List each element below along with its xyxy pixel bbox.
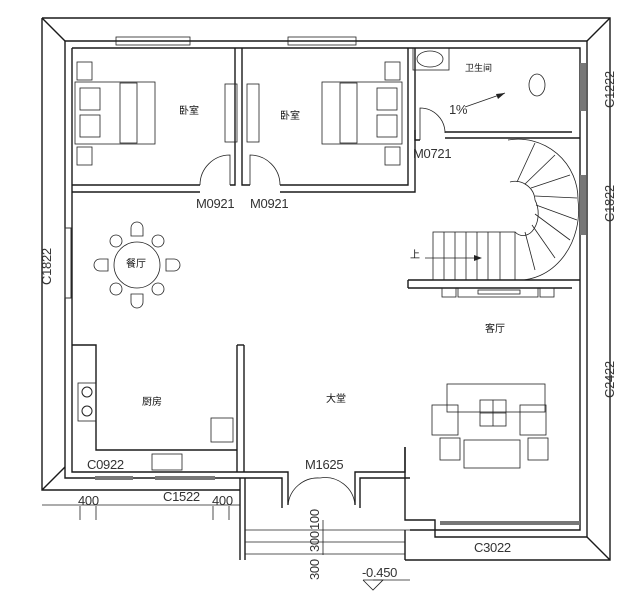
dining-table: [64, 221, 181, 309]
bathroom: [412, 47, 586, 141]
room-label-bedroom-right: 卧室: [280, 111, 300, 122]
slope-annotation: 1%: [449, 102, 468, 117]
sofa-set: [431, 383, 549, 469]
stair-up-label: 上: [410, 250, 420, 261]
bed-left: [74, 61, 156, 166]
room-label-living: 客厅: [485, 324, 505, 335]
wardrobes: [224, 83, 260, 143]
window-code-kitchen: C0922: [87, 457, 124, 472]
dimension-lines: [42, 504, 410, 591]
dim-100: 100: [307, 509, 322, 530]
roof-outline: [41, 17, 611, 561]
window-code-living-east: C2422: [602, 361, 617, 398]
kitchen: [72, 344, 245, 480]
dim-400-left: 400: [78, 493, 99, 508]
tv-cabinet: [441, 287, 555, 298]
window-code-living-south: C3022: [474, 540, 511, 555]
dim-300-a: 300: [307, 531, 322, 552]
elevation-marker: -0.450: [362, 565, 398, 580]
room-label-bathroom: 卫生间: [465, 64, 493, 74]
bedroom-doors: [199, 154, 281, 186]
window-code-stair: C1822: [602, 185, 617, 222]
door-code-entrance: M1625: [305, 457, 344, 472]
door-code-bedroom-left: M0921: [196, 196, 235, 211]
window-code-bathroom: C1222: [602, 71, 617, 108]
room-label-kitchen: 厨房: [142, 397, 162, 408]
window-code-dining-west: C1822: [39, 248, 54, 285]
bed-right: [321, 61, 403, 166]
window-code-south: C1522: [163, 489, 200, 504]
room-label-bedroom-left: 卧室: [179, 106, 199, 117]
bedroom-walls: [72, 48, 416, 193]
top-windows: [115, 36, 357, 46]
room-label-hall: 大堂: [326, 394, 346, 405]
dim-300-b: 300: [307, 559, 322, 580]
entrance-porch: [239, 447, 580, 560]
staircase: [407, 138, 586, 289]
dim-400-right: 400: [212, 493, 233, 508]
door-code-bathroom: M0721: [413, 146, 452, 161]
door-code-bedroom-right: M0921: [250, 196, 289, 211]
room-label-dining: 餐厅: [126, 259, 146, 270]
